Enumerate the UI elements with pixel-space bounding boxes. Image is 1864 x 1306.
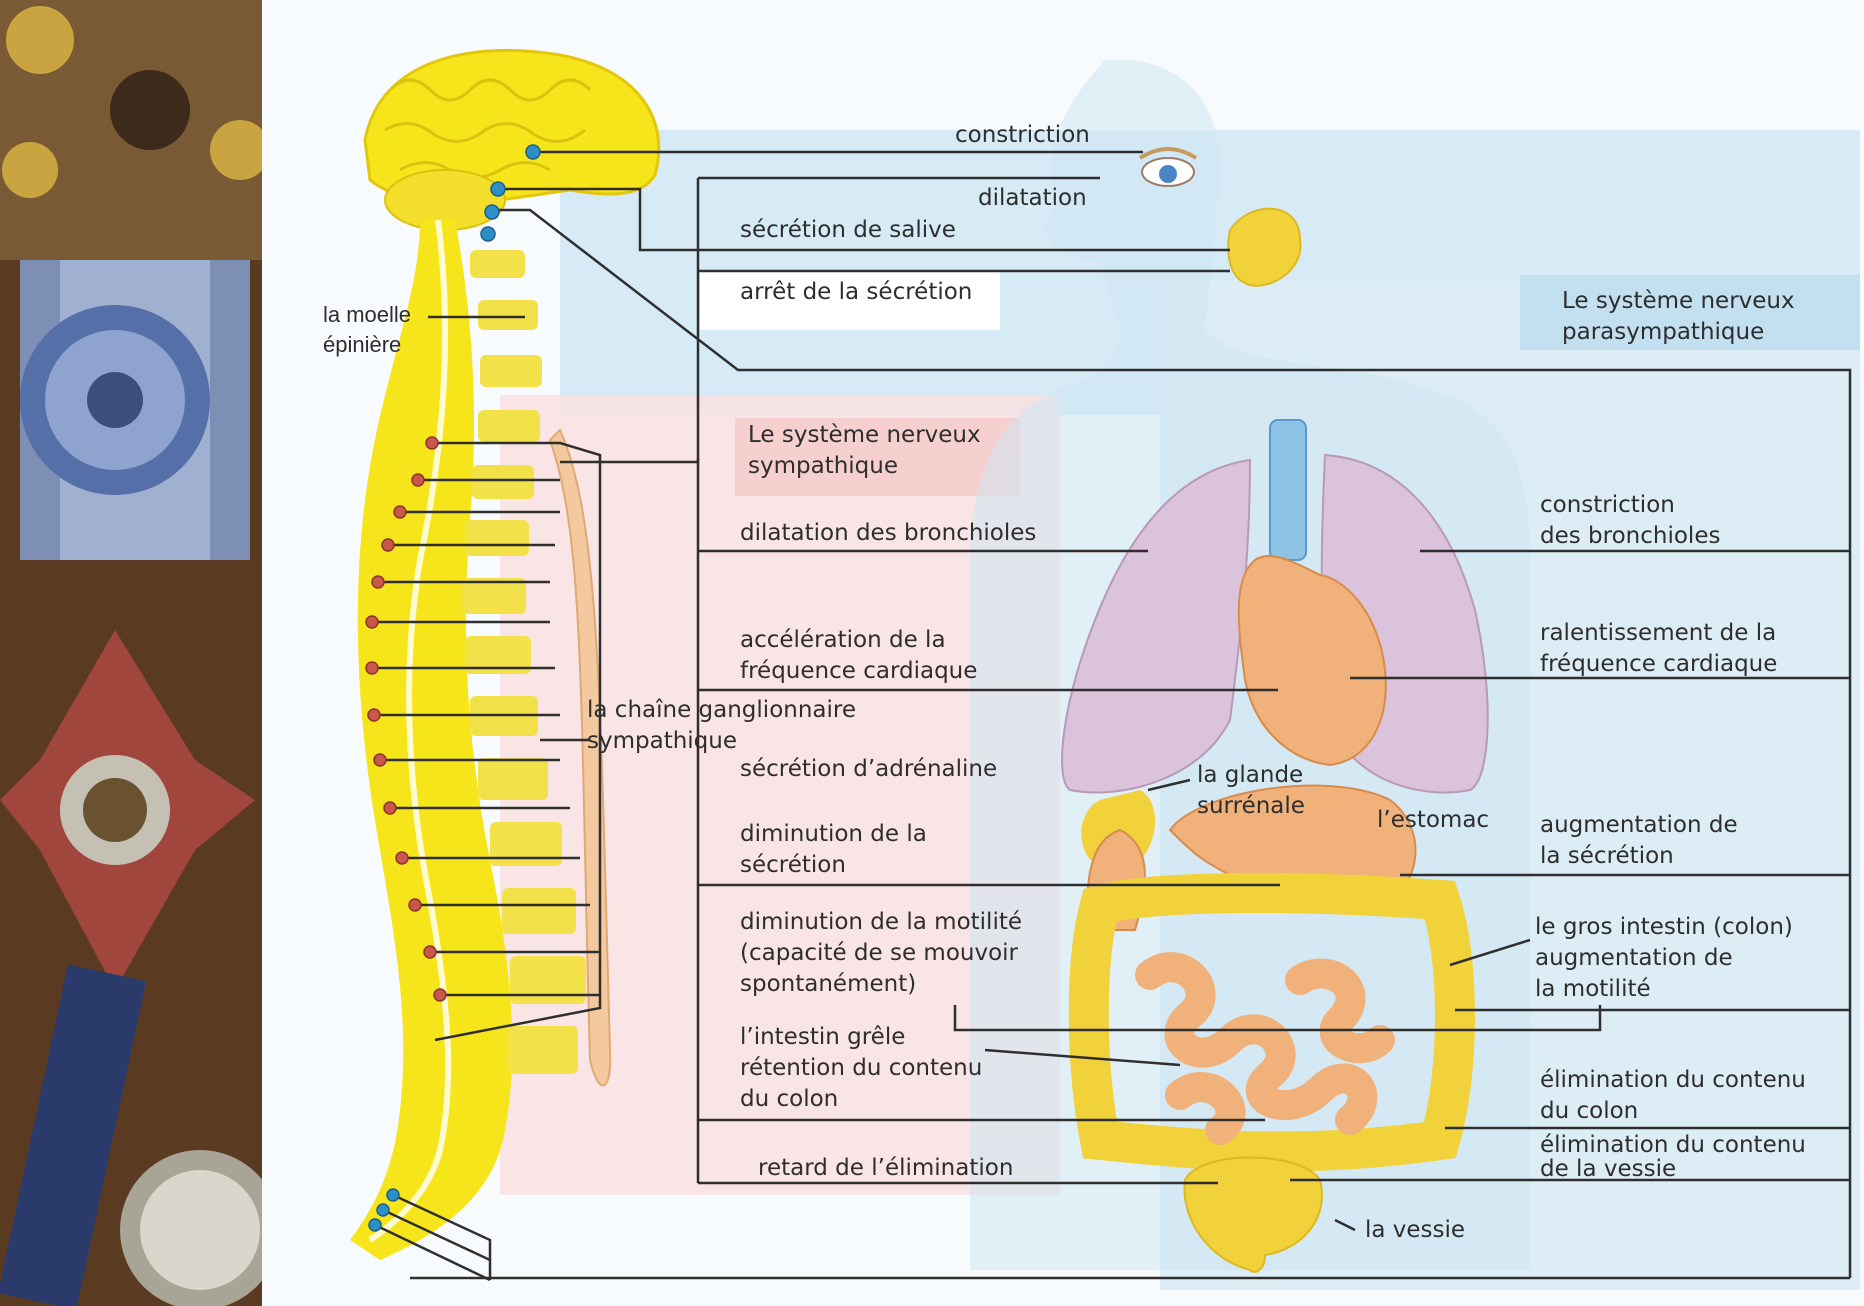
- decorative-photo-strip: [0, 0, 280, 1306]
- label-saliva-stop: arrêt de la sécrétion: [740, 277, 972, 308]
- trachea: [1270, 420, 1306, 560]
- label-adrenaline: sécrétion d’adrénaline: [740, 754, 997, 785]
- label-elimination-delay: retard de l’élimination: [758, 1153, 1013, 1184]
- label-saliva-secretion: sécrétion de salive: [740, 215, 956, 246]
- label-motility-decrease: diminution de la motilité(capacité de se…: [740, 907, 1022, 1000]
- label-eye-constriction: constriction: [955, 120, 1090, 151]
- label-eye-dilation: dilatation: [978, 183, 1087, 214]
- label-stomach: l’estomac: [1377, 805, 1489, 836]
- label-bronchi-dilation: dilatation des bronchioles: [740, 518, 1036, 549]
- label-bladder: la vessie: [1365, 1215, 1465, 1246]
